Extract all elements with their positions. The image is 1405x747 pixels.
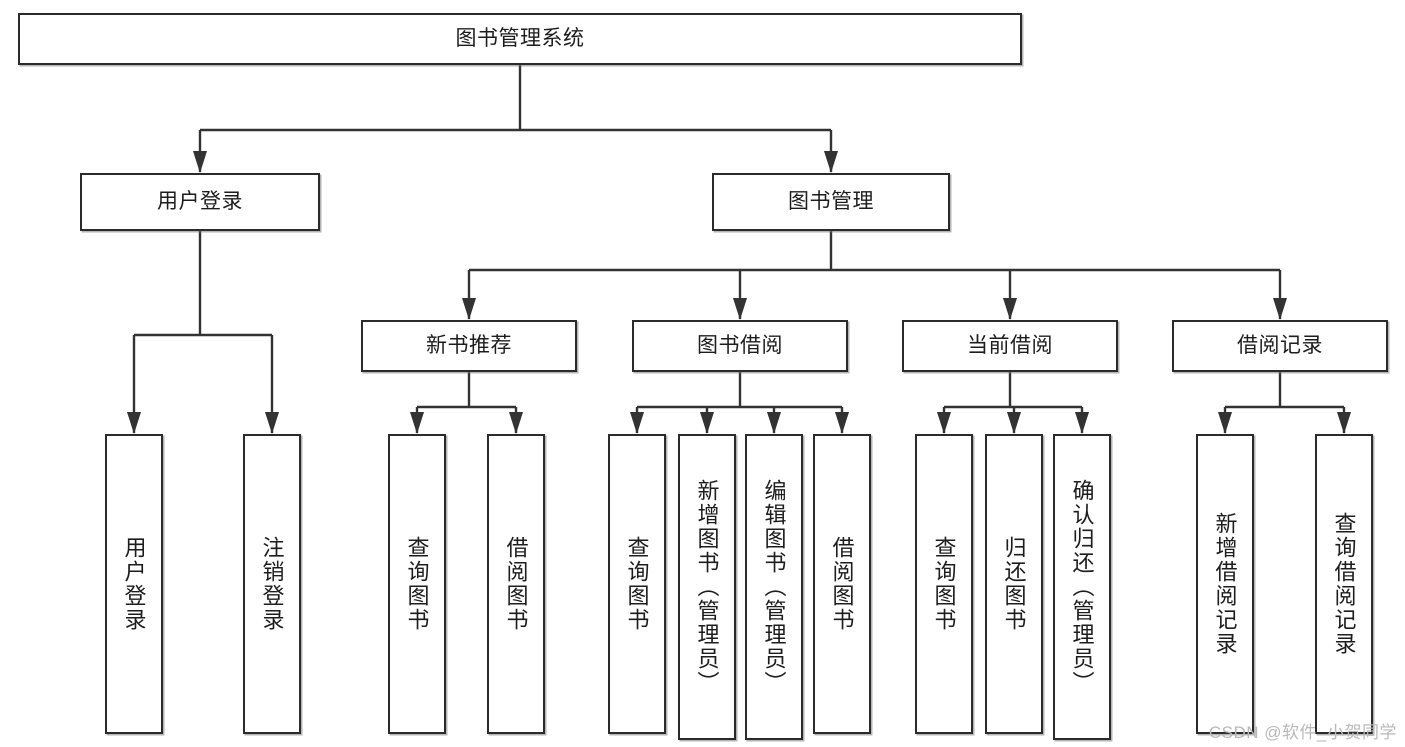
connector-arrowhead: [1337, 412, 1351, 434]
branch-node-borrow-record[interactable]: 借阅记录: [1172, 320, 1388, 372]
leaf-node-leaf-user-login[interactable]: 用户登录: [105, 434, 163, 734]
leaf-node-leaf-add-book[interactable]: 新增图书（管理员）: [678, 434, 736, 740]
node-label: 确认归还（管理员）: [1069, 479, 1095, 695]
connector-arrowhead: [462, 298, 476, 320]
leaf-node-leaf-query-book-2[interactable]: 查询图书: [608, 434, 666, 734]
connector-arrowhead: [767, 412, 781, 434]
leaf-node-leaf-confirm-return[interactable]: 确认归还（管理员）: [1053, 434, 1111, 740]
node-label: 图书管理系统: [455, 26, 585, 50]
node-label: 查询图书: [624, 536, 650, 632]
connector-arrowhead: [1007, 412, 1021, 434]
leaf-node-leaf-edit-book[interactable]: 编辑图书（管理员）: [745, 434, 803, 740]
connector-arrowhead: [509, 412, 523, 434]
connector-arrowhead: [824, 151, 838, 173]
node-label: 查询图书: [931, 536, 957, 632]
branch-node-user-login[interactable]: 用户登录: [80, 173, 320, 231]
branch-node-new-book-recommend[interactable]: 新书推荐: [361, 320, 577, 372]
connector-arrowhead: [410, 412, 424, 434]
branch-node-book-borrow[interactable]: 图书借阅: [632, 320, 848, 372]
leaf-node-leaf-query-book-3[interactable]: 查询图书: [915, 434, 973, 734]
leaf-node-leaf-add-record[interactable]: 新增借阅记录: [1196, 434, 1254, 734]
connector-arrowhead: [265, 412, 279, 434]
connector-arrowhead: [1075, 412, 1089, 434]
node-label: 借阅图书: [503, 536, 529, 632]
node-label: 当前借阅: [967, 333, 1053, 357]
leaf-node-leaf-borrow-book-2[interactable]: 借阅图书: [813, 434, 871, 734]
connector-arrowhead: [937, 412, 951, 434]
node-label: 图书管理: [788, 189, 874, 213]
node-label: 用户登录: [157, 189, 243, 213]
branch-node-book-manage[interactable]: 图书管理: [712, 173, 950, 231]
leaf-node-leaf-return-book[interactable]: 归还图书: [985, 434, 1043, 734]
connector-arrowhead: [127, 412, 141, 434]
node-label: 查询借阅记录: [1331, 512, 1357, 656]
node-label: 新书推荐: [426, 333, 512, 357]
leaf-node-leaf-borrow-book-1[interactable]: 借阅图书: [487, 434, 545, 734]
node-label: 新增借阅记录: [1212, 512, 1238, 656]
connector-arrowhead: [630, 412, 644, 434]
connector-arrowhead: [1218, 412, 1232, 434]
watermark: CSDN @软件_小贺同学: [1208, 723, 1397, 742]
connector-arrowhead: [1273, 298, 1287, 320]
leaf-node-leaf-query-record[interactable]: 查询借阅记录: [1315, 434, 1373, 734]
connector-arrowhead: [193, 151, 207, 173]
node-label: 借阅图书: [829, 536, 855, 632]
leaf-node-leaf-query-book-1[interactable]: 查询图书: [388, 434, 446, 734]
root-node-root[interactable]: 图书管理系统: [18, 13, 1022, 65]
connector-arrowhead: [733, 298, 747, 320]
node-label: 查询图书: [404, 536, 430, 632]
leaf-node-leaf-logout[interactable]: 注销登录: [243, 434, 301, 734]
node-label: 图书借阅: [697, 333, 783, 357]
branch-node-current-borrow[interactable]: 当前借阅: [902, 320, 1118, 372]
connector-arrowhead: [1003, 298, 1017, 320]
node-label: 借阅记录: [1237, 333, 1323, 357]
node-label: 用户登录: [121, 536, 147, 632]
node-label: 归还图书: [1001, 536, 1027, 632]
connector-arrowhead: [835, 412, 849, 434]
node-label: 编辑图书（管理员）: [761, 479, 787, 695]
node-label: 新增图书（管理员）: [694, 479, 720, 695]
connector-arrowhead: [700, 412, 714, 434]
node-label: 注销登录: [259, 536, 285, 632]
